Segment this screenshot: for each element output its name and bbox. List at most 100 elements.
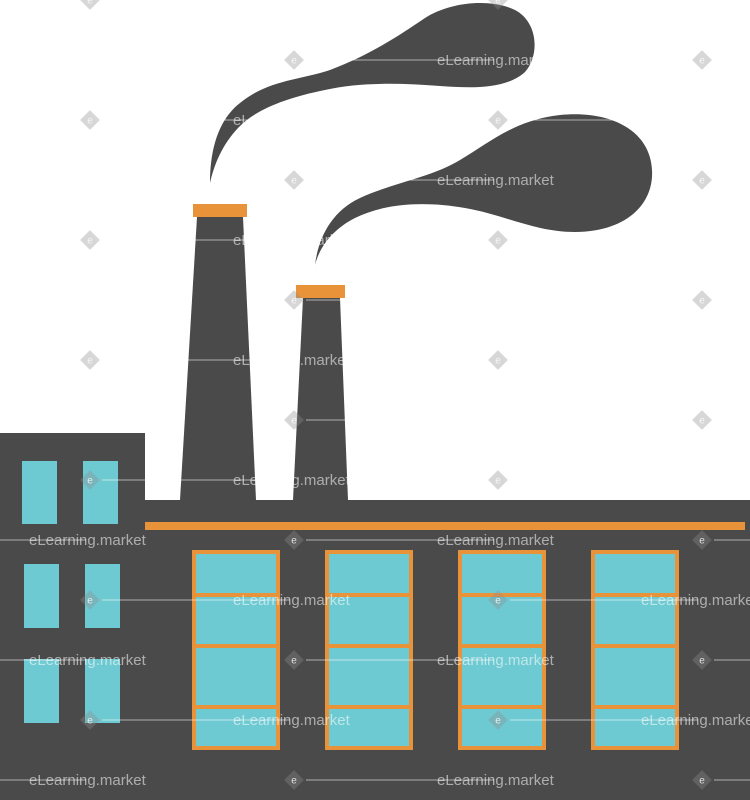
- watermark-mark: e: [495, 476, 501, 487]
- watermark-text: eLearning.market: [233, 352, 351, 369]
- watermark-text: eLearning.market: [641, 112, 750, 129]
- watermark-diamond: [488, 230, 508, 250]
- smokestack-icon: [180, 204, 256, 500]
- hall-windows: [192, 550, 679, 750]
- watermark-mark: e: [87, 0, 93, 7]
- watermark-text: eLearning.market: [641, 352, 750, 369]
- watermark-mark: e: [699, 296, 705, 307]
- watermark-mark: e: [699, 536, 705, 547]
- watermark-mark: e: [87, 716, 93, 727]
- watermark-mark: e: [291, 416, 297, 427]
- watermark-mark: e: [291, 536, 297, 547]
- watermark-text: eLearning.market: [641, 472, 750, 489]
- watermark-mark: e: [699, 56, 705, 67]
- watermark-diamond: [284, 50, 304, 70]
- watermark-diamond: [692, 770, 712, 790]
- watermark-diamond: [284, 650, 304, 670]
- watermark-text: eLearning.market: [641, 0, 750, 9]
- watermark-text: eLearning.market: [437, 772, 555, 789]
- watermark-mark: e: [699, 776, 705, 787]
- watermark-text: eLearning.market: [641, 712, 750, 729]
- watermark-diamond: [284, 170, 304, 190]
- watermark-mark: e: [495, 596, 501, 607]
- watermark-diamond: [488, 110, 508, 130]
- watermark-mark: e: [699, 416, 705, 427]
- watermark-diamond: [488, 590, 508, 610]
- watermark-text: eLearning.market: [437, 412, 555, 429]
- watermark-text: eLearning.market: [29, 52, 147, 69]
- watermark-text: eLearning.market: [233, 472, 351, 489]
- watermark-mark: e: [291, 56, 297, 67]
- smokestack-icon: [293, 285, 348, 500]
- watermark-mark: e: [291, 776, 297, 787]
- watermark-diamond: [80, 0, 100, 10]
- watermark-diamond: [284, 290, 304, 310]
- watermark-text: eLearning.market: [29, 652, 147, 669]
- watermark-diamond: [488, 0, 508, 10]
- watermark-mark: e: [495, 716, 501, 727]
- window-icon: [591, 550, 679, 750]
- watermark-mark: e: [495, 0, 501, 7]
- watermark-mark: e: [87, 476, 93, 487]
- watermark-text: eLearning.market: [641, 232, 750, 249]
- window-icon: [83, 461, 118, 524]
- watermark-mark: e: [87, 596, 93, 607]
- watermark-text: eLearning.market: [437, 292, 555, 309]
- watermark-mark: e: [291, 656, 297, 667]
- window-icon: [24, 659, 59, 723]
- watermark-diamond: [80, 470, 100, 490]
- watermark-diamond: [692, 650, 712, 670]
- window-icon: [85, 659, 120, 723]
- watermark-text: eLearning.market: [233, 592, 351, 609]
- watermark-diamond: [692, 530, 712, 550]
- watermark-diamond: [692, 410, 712, 430]
- tower-windows: [22, 461, 120, 723]
- watermark-mark: e: [495, 356, 501, 367]
- watermark-text: eLearning.market: [29, 292, 147, 309]
- watermark-diamond: [284, 530, 304, 550]
- watermark-mark: e: [699, 656, 705, 667]
- watermark-mark: e: [291, 176, 297, 187]
- watermark-mark: e: [87, 236, 93, 247]
- watermark-text: eLearning.market: [29, 412, 147, 429]
- watermark-mark: e: [495, 116, 501, 127]
- watermark-text: eLearning.market: [641, 592, 750, 609]
- watermark-text: eLearning.market: [233, 712, 351, 729]
- watermark-text: eLearning.market: [437, 172, 555, 189]
- watermark-mark: e: [495, 236, 501, 247]
- roof-stripe: [145, 522, 745, 530]
- watermark-text: eLearning.market: [29, 172, 147, 189]
- watermark-text: eLearning.market: [29, 772, 147, 789]
- watermark-text: eLearning.market: [437, 652, 555, 669]
- window-icon: [192, 550, 280, 750]
- watermark-text: eLearning.market: [437, 532, 555, 549]
- watermark-mark: e: [87, 356, 93, 367]
- window-icon: [85, 564, 120, 628]
- window-icon: [458, 550, 546, 750]
- watermark-text: eLearning.market: [437, 52, 555, 69]
- smoke-icon: [210, 3, 535, 183]
- window-icon: [24, 564, 59, 628]
- watermark-mark: e: [699, 176, 705, 187]
- watermark-diamond: [284, 770, 304, 790]
- watermark-text: eLearning.market: [29, 532, 147, 549]
- watermark-text: eLearning.market: [233, 112, 351, 129]
- building-tower: [0, 433, 145, 800]
- window-icon: [325, 550, 413, 750]
- watermark-diamond: [80, 110, 100, 130]
- watermark-diamond: [284, 410, 304, 430]
- watermark-mark: e: [87, 116, 93, 127]
- watermark-diamond: [488, 710, 508, 730]
- watermark-diamond: [692, 290, 712, 310]
- smoke-icon: [315, 114, 653, 265]
- window-icon: [22, 461, 57, 524]
- watermark-text: eLearning.market: [233, 232, 351, 249]
- watermark-diamond: [488, 350, 508, 370]
- watermark-diamond: [80, 350, 100, 370]
- watermark-diamond: [488, 470, 508, 490]
- watermark-mark: e: [291, 296, 297, 307]
- watermark-diamond: [80, 230, 100, 250]
